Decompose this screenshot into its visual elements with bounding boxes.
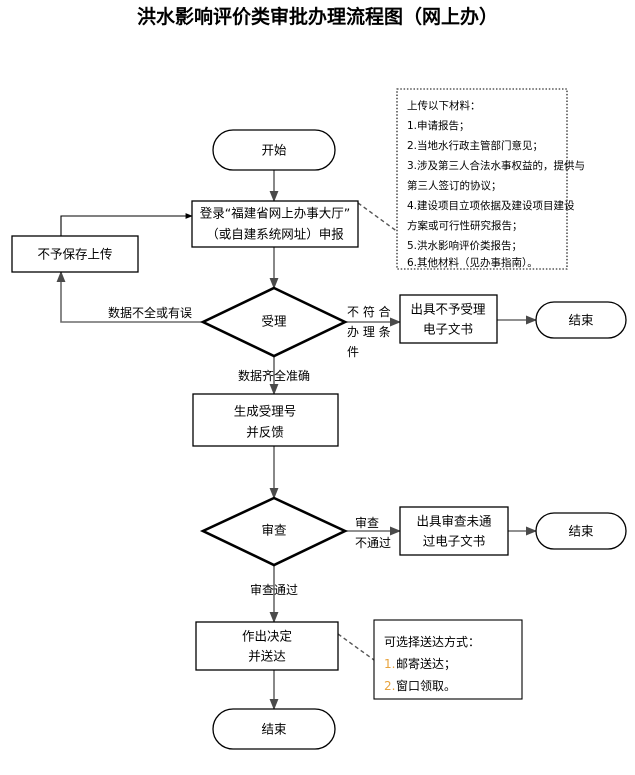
node-login[interactable]: 登录“福建省网上办事大厅” （或自建系统网址）申报	[191, 200, 359, 248]
note-upload-line-7: 6.其他材料（见办事指南）。	[407, 256, 538, 269]
edge-label-not-qualified-3: 件	[347, 345, 359, 359]
note-upload-heading: 上传以下材料：	[407, 99, 481, 112]
edge-label-review-fail-2: 不通过	[355, 536, 391, 550]
edge-login-to-upload-note	[357, 202, 399, 233]
note-delivery-options: 可选择送达方式： 1. 邮寄送达； 2. 窗口领取。	[373, 619, 523, 700]
note-upload-line-3: 第三人签订的协议；	[407, 179, 502, 192]
node-reject-doc-line2: 电子文书	[423, 322, 473, 337]
note-delivery-num-1: 2.	[384, 679, 395, 693]
node-end-final[interactable]: 结束	[212, 708, 336, 750]
node-end-reject[interactable]: 结束	[535, 301, 627, 339]
node-gennum-line2: 并反馈	[246, 425, 284, 440]
edge-label-review-pass: 审查通过	[250, 582, 298, 597]
node-accept-decision[interactable]: 受理	[199, 286, 349, 358]
node-start[interactable]: 开始	[212, 129, 336, 171]
node-end-fail[interactable]: 结束	[535, 512, 627, 550]
node-fail-doc-line2: 过电子文书	[423, 534, 486, 549]
edge-label-not-qualified-2: 办 理 条	[347, 324, 391, 339]
node-accept-label: 受理	[261, 314, 287, 329]
node-review-label: 审查	[261, 523, 287, 538]
edge-nosave-to-login	[60, 213, 193, 236]
node-reject-doc[interactable]: 出具不予受理 电子文书	[399, 294, 498, 344]
node-end-final-label: 结束	[261, 722, 287, 737]
edge-decision-to-delivery-note	[337, 633, 375, 661]
edge-label-data-incomplete: 数据不全或有误	[108, 305, 192, 320]
note-upload-line-1: 2.当地水行政主管部门意见；	[407, 139, 543, 152]
node-decision-line1: 作出决定	[242, 629, 292, 644]
node-login-line2: （或自建系统网址）申报	[206, 227, 344, 242]
note-upload-line-6: 5.洪水影响评价类报告；	[407, 239, 522, 252]
edge-label-review-fail-1: 审查	[355, 515, 379, 530]
edge-accept-to-nosave	[56, 270, 203, 323]
note-delivery-num-0: 1.	[384, 657, 395, 671]
node-fail-doc-line1: 出具审查未通	[416, 514, 492, 529]
node-review-decision[interactable]: 审查	[199, 496, 349, 567]
edge-label-data-complete: 数据齐全准确	[238, 368, 310, 383]
node-no-save-label: 不予保存上传	[37, 247, 112, 262]
page-title: 洪水影响评价类审批办理流程图（网上办）	[136, 6, 498, 28]
node-fail-doc[interactable]: 出具审查未通 过电子文书	[399, 506, 509, 556]
note-upload-line-4: 4.建设项目立项依据及建设项目建设	[407, 199, 575, 212]
note-upload-materials: 上传以下材料： 1.申请报告； 2.当地水行政主管部门意见； 3.涉及第三人合法…	[396, 88, 585, 270]
node-decision-line2: 并送达	[248, 649, 286, 664]
note-delivery-text-1: 窗口领取。	[396, 679, 456, 693]
node-generate-number[interactable]: 生成受理号 并反馈	[192, 393, 339, 447]
node-end-fail-label: 结束	[568, 524, 594, 539]
node-make-decision[interactable]: 作出决定 并送达	[195, 621, 339, 671]
note-upload-line-5: 方案或可行性研究报告；	[407, 219, 523, 232]
note-upload-line-0: 1.申请报告；	[407, 119, 470, 132]
node-login-line1: 登录“福建省网上办事大厅”	[200, 206, 350, 221]
node-reject-doc-line1: 出具不予受理	[410, 302, 486, 317]
note-upload-line-2: 3.涉及第三人合法水事权益的，提供与	[407, 159, 585, 172]
note-delivery-heading: 可选择送达方式：	[384, 634, 480, 649]
node-start-label: 开始	[261, 143, 287, 158]
node-end-reject-label: 结束	[568, 313, 594, 328]
note-delivery-text-0: 邮寄送达；	[396, 656, 456, 671]
node-gennum-line1: 生成受理号	[234, 404, 297, 419]
node-no-save[interactable]: 不予保存上传	[11, 235, 139, 273]
edge-label-not-qualified-1: 不 符 合	[347, 304, 391, 319]
